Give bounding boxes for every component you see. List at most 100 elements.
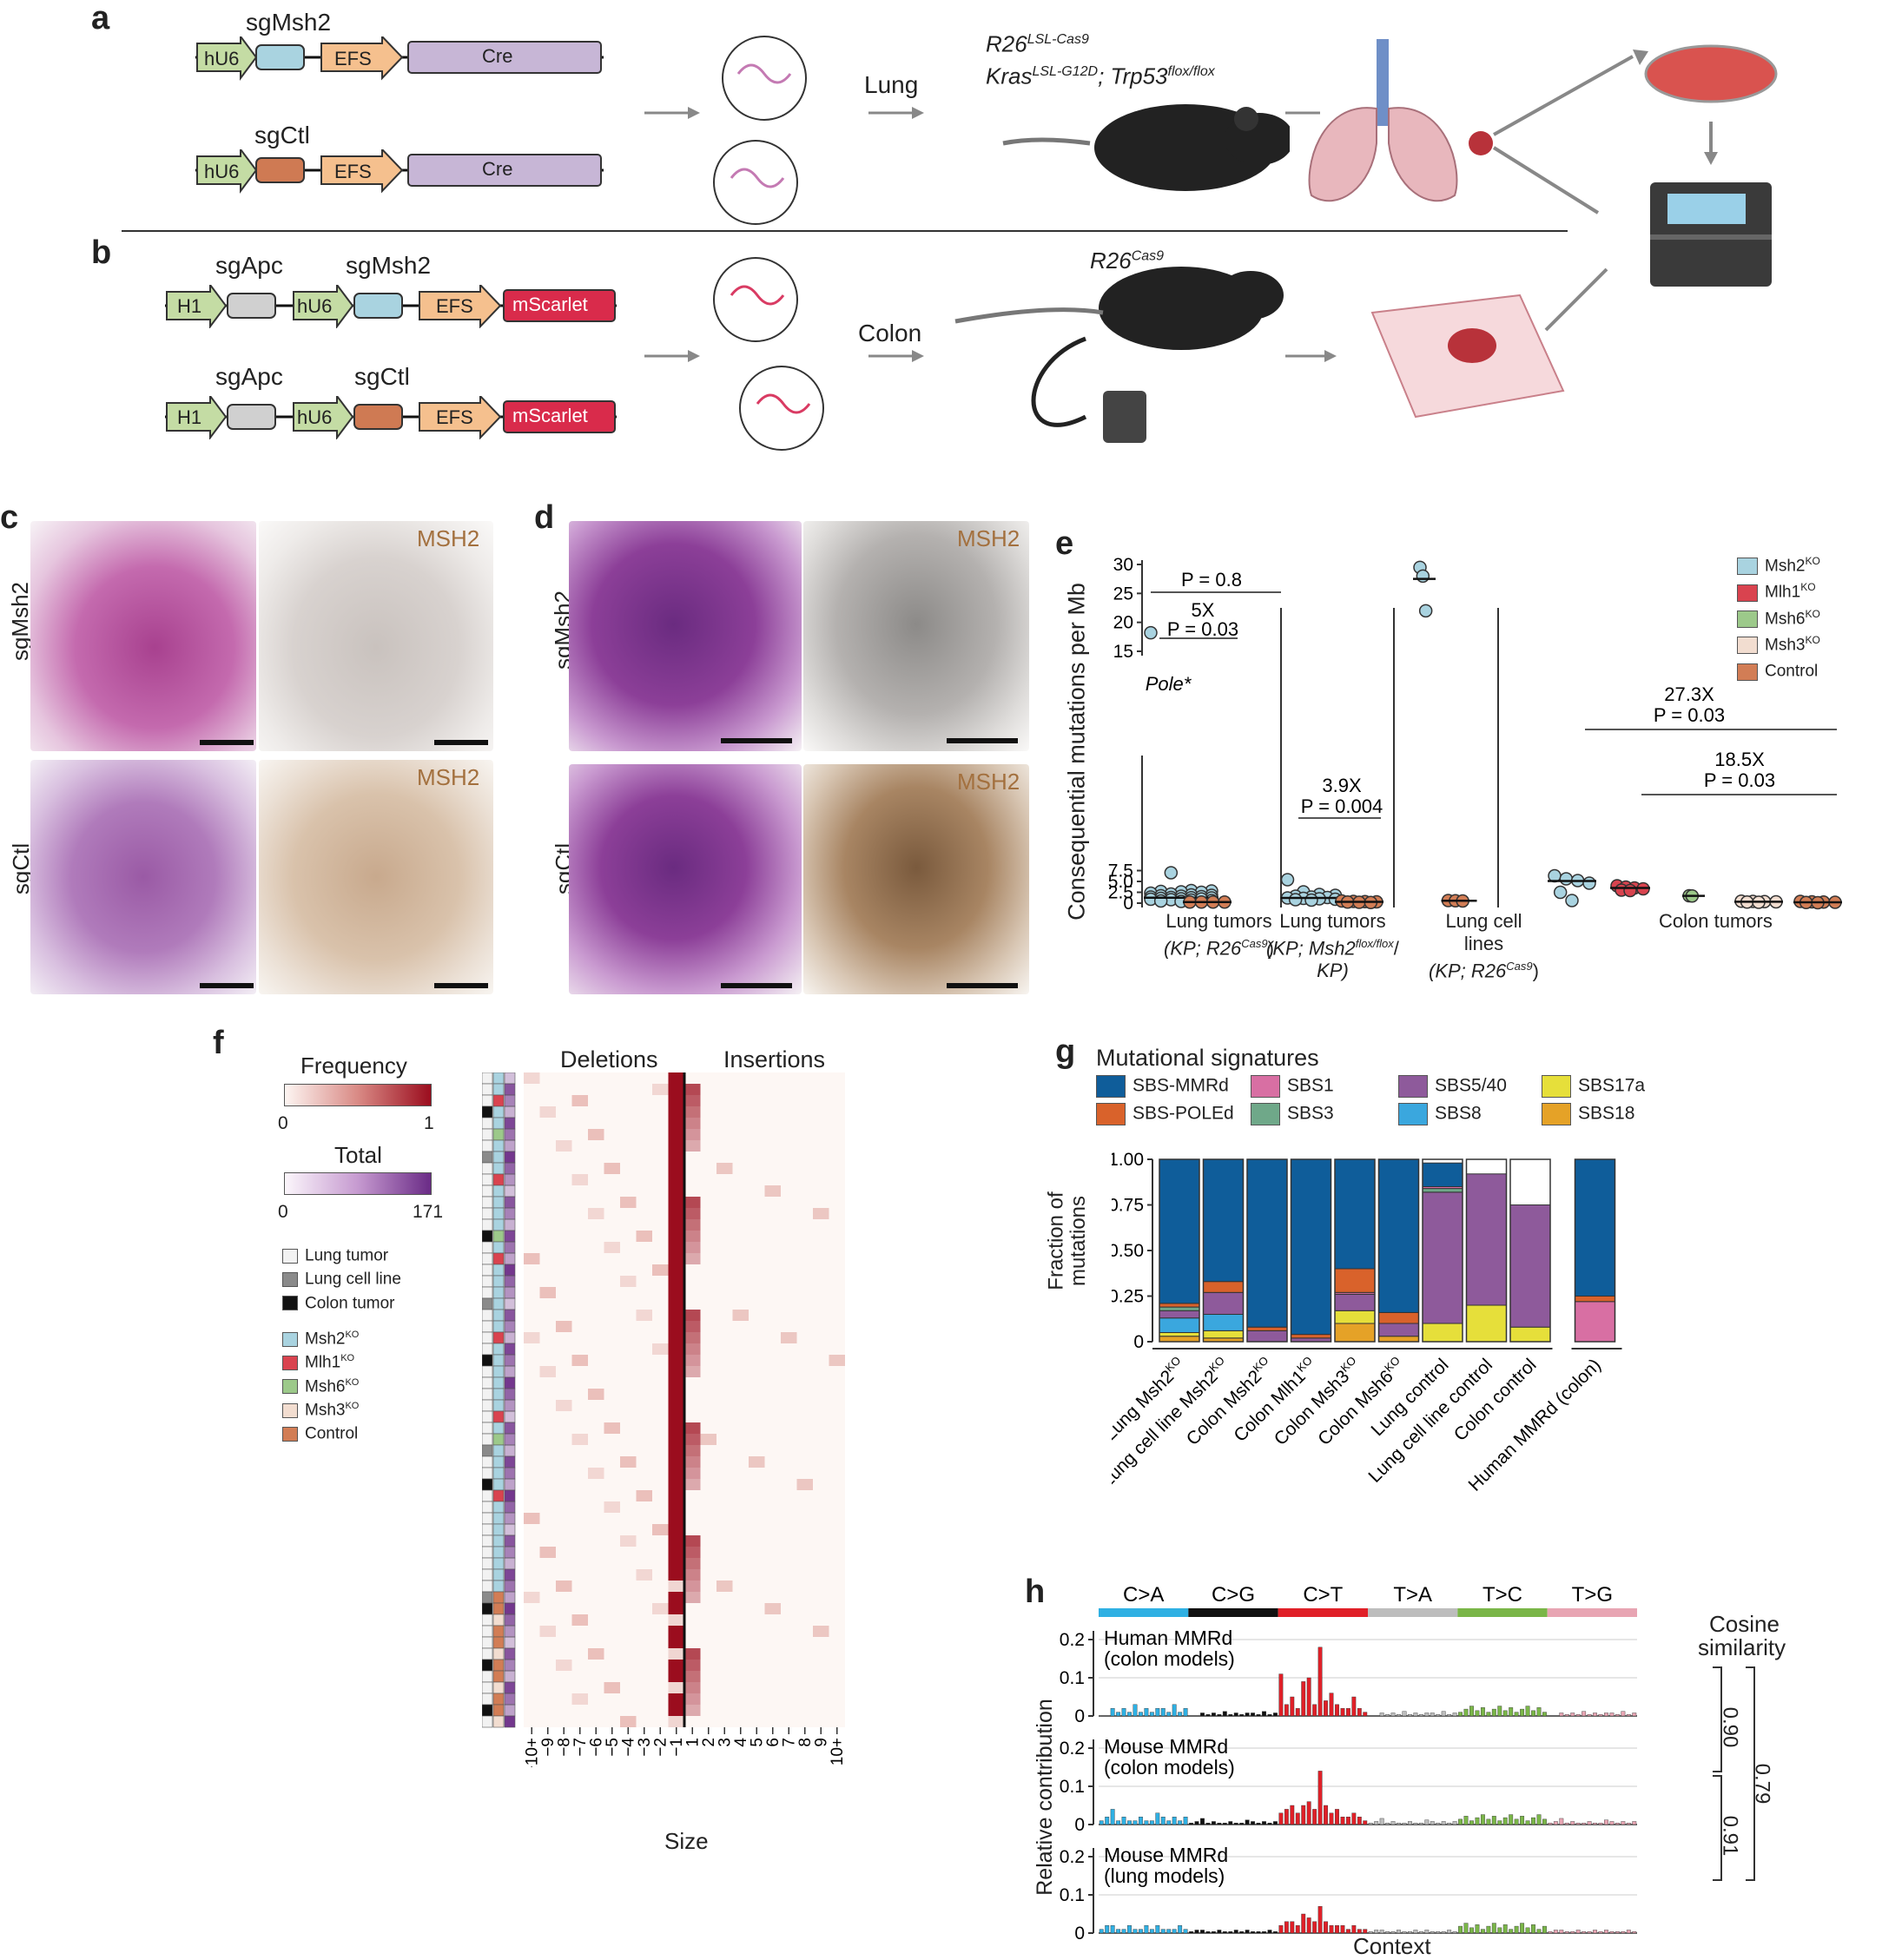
- efs-label: EFS: [436, 295, 473, 317]
- spectrum-bar: [1278, 1673, 1284, 1717]
- spectrum-bar: [1295, 1707, 1300, 1717]
- y-tick-label: 25: [1113, 584, 1133, 604]
- spectrum-bar: [1121, 1817, 1126, 1825]
- legend-item: Control: [282, 1420, 401, 1443]
- heat-cell: [668, 1705, 684, 1716]
- spectrum-bar: [1593, 1823, 1597, 1825]
- spectrum-bar: [1228, 1821, 1233, 1825]
- genotype-cell: [492, 1297, 505, 1310]
- genotype-cell: [492, 1523, 505, 1536]
- spectrum-bar: [1160, 1817, 1166, 1825]
- frequency-min: 0: [278, 1113, 288, 1133]
- bar-segment: [1203, 1314, 1244, 1331]
- legend-item: Colon tumor: [282, 1290, 401, 1313]
- spectrum-bar: [1245, 1713, 1250, 1717]
- category-bar: [1188, 1608, 1278, 1617]
- row-label: Human MMRd: [1104, 1627, 1232, 1649]
- legend-swatch: [1251, 1075, 1280, 1098]
- heat-cell: [684, 1682, 701, 1693]
- spectrum-bar: [1183, 1929, 1188, 1934]
- total-cell: [504, 1478, 516, 1491]
- spectrum-bar: [1531, 1817, 1535, 1825]
- sample-type-cell: [482, 1693, 493, 1706]
- mouse-genotype-a: R26LSL-Cas9 KrasLSL-G12D; Trp53flox/flox: [986, 26, 1215, 89]
- spectrum-bar: [1604, 1930, 1608, 1934]
- spectrum-bar: [1317, 1771, 1323, 1825]
- group-text: Lung cell: [1445, 910, 1522, 932]
- hu6-label: hU6: [297, 406, 333, 428]
- panel-label-f: f: [213, 1025, 224, 1061]
- spectrum-bar: [1570, 1821, 1575, 1825]
- spectrum-bar: [1127, 1712, 1132, 1717]
- heat-cell: [539, 1287, 556, 1298]
- total-cell: [504, 1162, 516, 1175]
- heat-cell: [684, 1231, 701, 1242]
- genotype-cell: [492, 1072, 505, 1085]
- genotype-cell: [492, 1185, 505, 1198]
- total-cell: [504, 1614, 516, 1627]
- total-cell: [504, 1094, 516, 1107]
- spectrum-bar: [1408, 1821, 1412, 1825]
- cosine-value-3: 0.79: [1750, 1763, 1774, 1805]
- legend-item: SBS-MMRd: [1096, 1075, 1251, 1098]
- spectrum-bar: [1211, 1713, 1216, 1717]
- heat-cell: [668, 1185, 684, 1197]
- legend-item: SBS8: [1398, 1103, 1542, 1125]
- heat-cell: [684, 1310, 701, 1321]
- sample-type-cell: [482, 1117, 493, 1130]
- legend-swatch: [282, 1379, 298, 1395]
- heat-cell: [571, 1095, 588, 1106]
- heat-cell: [588, 1129, 604, 1140]
- heat-cell: [604, 1422, 620, 1434]
- heat-cell: [571, 1174, 588, 1185]
- legend-item: Msh6KO: [1737, 604, 1820, 630]
- spectrum-bar: [1525, 1927, 1530, 1934]
- genotype-cell: [492, 1591, 505, 1604]
- heat-cell: [732, 1310, 749, 1321]
- spectrum-bar: [1340, 1925, 1345, 1934]
- spectrum-bar: [1424, 1930, 1430, 1934]
- heat-cell: [684, 1660, 701, 1671]
- scale-bar: [200, 740, 254, 745]
- group-text: lines: [1463, 933, 1504, 954]
- spectrum-bar: [1582, 1823, 1587, 1825]
- group-sup: Cas9: [1506, 960, 1533, 973]
- sample-type-cell: [482, 1580, 493, 1593]
- scale-bar: [947, 983, 1018, 988]
- legend-label: SBS8: [1435, 1103, 1482, 1124]
- bar-segment: [1334, 1323, 1376, 1343]
- guide-label: sgMsh2: [346, 252, 432, 279]
- spectrum-bar: [1609, 1713, 1615, 1717]
- heat-cell: [524, 1072, 540, 1084]
- heat-cell: [620, 1197, 637, 1208]
- spectrum-bar: [1273, 1713, 1278, 1717]
- spectrum-bar: [1615, 1823, 1620, 1825]
- bar-segment: [1575, 1296, 1615, 1303]
- heat-cell: [668, 1355, 684, 1366]
- x-tick-label: 8: [796, 1738, 815, 1747]
- sample-type-cell: [482, 1388, 493, 1401]
- genotype-r26-sup: LSL-Cas9: [1027, 32, 1089, 47]
- cosine-label-2: similarity: [1698, 1634, 1786, 1660]
- sequencer-icon: [1650, 182, 1772, 287]
- category-label: C>G: [1212, 1583, 1255, 1607]
- heat-cell: [652, 1084, 669, 1095]
- genotype-cell: [492, 1117, 505, 1130]
- heat-cell: [636, 1569, 652, 1581]
- scale-bar: [947, 738, 1018, 743]
- promoter-label: hU6: [204, 161, 240, 182]
- data-point: [1553, 885, 1568, 900]
- heat-cell: [684, 1084, 701, 1095]
- spectrum-bar: [1324, 1700, 1328, 1717]
- spectrum-bar: [1469, 1927, 1474, 1934]
- spectrum-bar: [1312, 1921, 1317, 1934]
- total-cell: [504, 1343, 516, 1356]
- sample-type-cell: [482, 1275, 493, 1288]
- y-tick-label: 0: [1074, 1706, 1085, 1726]
- spectrum-bar: [1284, 1704, 1289, 1717]
- ihc-stain-image: [803, 764, 1029, 994]
- total-cell: [504, 1670, 516, 1683]
- heat-cell: [668, 1660, 684, 1671]
- heat-cell: [716, 1581, 733, 1592]
- sgapc-label: sgApc: [215, 252, 283, 279]
